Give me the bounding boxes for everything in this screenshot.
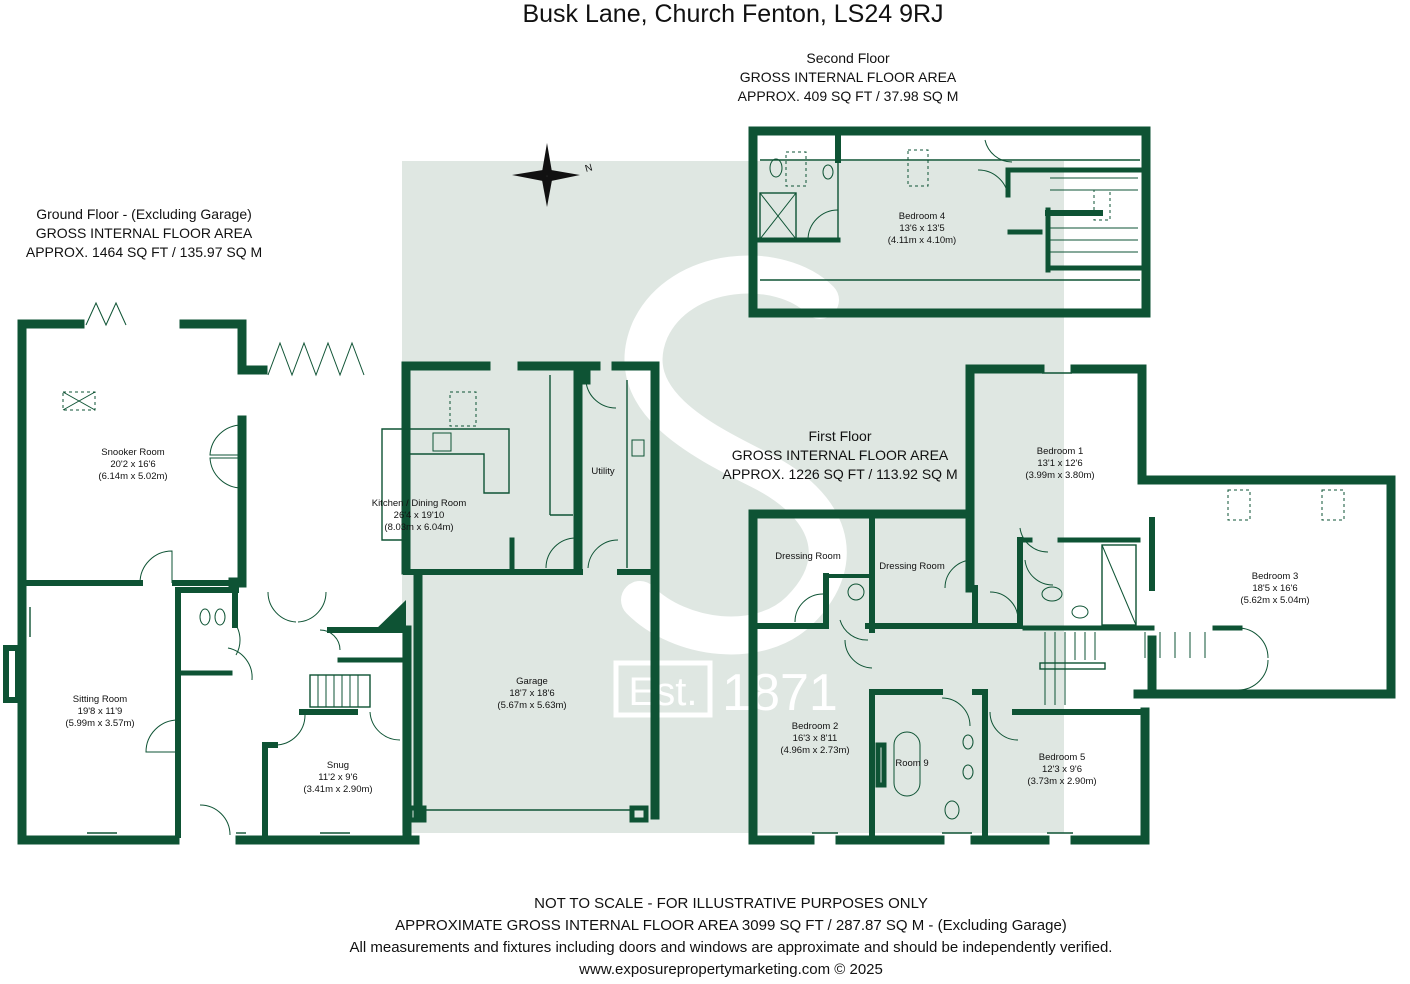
room-label-kitchen: Kitchen / Dining Room 26'4 x 19'10 (8.03… xyxy=(372,498,467,534)
room-size-imperial: 12'3 x 9'6 xyxy=(1041,764,1083,775)
first-floor-gia-label: GROSS INTERNAL FLOOR AREA xyxy=(731,447,949,463)
room-size-metric: (3.41m x 2.90m) xyxy=(303,784,373,795)
first-floor-heading: First Floor xyxy=(808,428,872,444)
room-name: Bedroom 4 xyxy=(898,211,946,222)
footer-disclaimer: NOT TO SCALE - FOR ILLUSTRATIVE PURPOSES… xyxy=(350,893,1113,981)
room-size-imperial: 16'3 x 8'11 xyxy=(792,733,838,744)
room-size-imperial: 19'8 x 11'9 xyxy=(77,706,123,717)
footer-line-4: www.exposurepropertymarketing.com © 2025 xyxy=(579,961,883,978)
first-floor-plan xyxy=(748,364,1396,845)
second-floor-gia-label: GROSS INTERNAL FLOOR AREA xyxy=(739,69,957,85)
room-label-bedroom5: Bedroom 5 12'3 x 9'6 (3.73m x 2.90m) xyxy=(1027,752,1096,788)
room-size-metric: (5.62m x 5.04m) xyxy=(1240,595,1310,606)
room-size-imperial: 20'2 x 16'6 xyxy=(110,459,156,470)
first-floor-area: APPROX. 1226 SQ FT / 113.92 SQ M xyxy=(722,466,958,482)
room-label-garage: Garage 18'7 x 18'6 (5.67m x 5.63m) xyxy=(497,676,566,712)
room-name: Bedroom 5 xyxy=(1038,752,1086,763)
room-name: Sitting Room xyxy=(72,694,128,705)
svg-text:N: N xyxy=(584,162,594,174)
ground-floor-plan xyxy=(3,301,660,845)
room-name: Kitchen / Dining Room xyxy=(371,498,467,509)
room-size-imperial: 26'4 x 19'10 xyxy=(393,510,445,521)
room-name: Snug xyxy=(326,760,350,771)
room-name: Snooker Room xyxy=(101,447,165,458)
footer-line-2: APPROXIMATE GROSS INTERNAL FLOOR AREA 30… xyxy=(395,917,1067,934)
room-size-metric: (4.11m x 4.10m) xyxy=(887,235,957,246)
ground-floor-area: APPROX. 1464 SQ FT / 135.97 SQ M xyxy=(25,244,263,260)
room-name: Garage xyxy=(516,676,548,687)
footer-line-1: NOT TO SCALE - FOR ILLUSTRATIVE PURPOSES… xyxy=(534,895,928,912)
room-label-bedroom3: Bedroom 3 18'5 x 16'6 (5.62m x 5.04m) xyxy=(1240,571,1309,607)
second-floor-area-label: Second Floor GROSS INTERNAL FLOOR AREA A… xyxy=(738,49,959,106)
room-name: Bedroom 3 xyxy=(1251,571,1299,582)
room-size-metric: (6.14m x 5.02m) xyxy=(98,471,168,482)
room-label-snug: Snug 11'2 x 9'6 (3.41m x 2.90m) xyxy=(303,760,372,796)
room-label-dressing-1: Dressing Room xyxy=(775,551,840,563)
room-name: Bedroom 1 xyxy=(1036,446,1084,457)
room-size-metric: (5.67m x 5.63m) xyxy=(497,700,567,711)
watermark-year-text: 1871 xyxy=(722,664,838,722)
room-size-metric: (3.99m x 3.80m) xyxy=(1025,470,1095,481)
ground-floor-area-label: Ground Floor - (Excluding Garage) GROSS … xyxy=(26,205,262,262)
room-size-imperial: 13'1 x 12'6 xyxy=(1037,458,1083,469)
room-label-room9: Room 9 xyxy=(895,758,928,770)
room-label-bedroom2: Bedroom 2 16'3 x 8'11 (4.96m x 2.73m) xyxy=(780,721,849,757)
room-label-bedroom1: Bedroom 1 13'1 x 12'6 (3.99m x 3.80m) xyxy=(1025,446,1094,482)
room-size-imperial: 11'2 x 9'6 xyxy=(318,772,358,783)
ground-floor-gia-label: GROSS INTERNAL FLOOR AREA xyxy=(35,225,253,241)
compass-icon: N xyxy=(512,143,594,207)
watermark-s-letter xyxy=(621,255,847,655)
room-size-metric: (5.99m x 3.57m) xyxy=(65,718,135,729)
property-address-title: Busk Lane, Church Fenton, LS24 9RJ xyxy=(522,0,944,28)
room-name: Bedroom 2 xyxy=(791,721,839,732)
room-size-imperial: 18'7 x 18'6 xyxy=(509,688,555,699)
room-label-snooker: Snooker Room 20'2 x 16'6 (6.14m x 5.02m) xyxy=(98,447,167,483)
room-label-bedroom4: Bedroom 4 13'6 x 13'5 (4.11m x 4.10m) xyxy=(888,211,956,247)
room-label-utility: Utility xyxy=(591,466,614,478)
room-name: Room 9 xyxy=(895,758,929,769)
footer-line-3: All measurements and fixtures including … xyxy=(349,939,1113,956)
second-floor-plan xyxy=(748,126,1151,318)
watermark-est-box xyxy=(613,660,713,718)
second-floor-area: APPROX. 409 SQ FT / 37.98 SQ M xyxy=(737,88,959,104)
ground-floor-heading: Ground Floor - (Excluding Garage) xyxy=(36,206,252,222)
room-size-metric: (4.96m x 2.73m) xyxy=(780,745,850,756)
room-size-metric: (8.03m x 6.04m) xyxy=(384,522,454,533)
second-floor-heading: Second Floor xyxy=(806,50,890,66)
room-name: Dressing Room xyxy=(879,561,945,572)
room-size-imperial: 18'5 x 16'6 xyxy=(1252,583,1298,594)
room-size-metric: (3.73m x 2.90m) xyxy=(1027,776,1097,787)
room-name: Utility xyxy=(591,466,615,477)
room-label-dressing-2: Dressing Room xyxy=(879,561,944,573)
room-size-imperial: 13'6 x 13'5 xyxy=(899,223,945,234)
watermark-est-text: Est. xyxy=(629,670,698,714)
room-name: Dressing Room xyxy=(775,551,841,562)
first-floor-area-label: First Floor GROSS INTERNAL FLOOR AREA AP… xyxy=(722,427,957,484)
room-label-sitting: Sitting Room 19'8 x 11'9 (5.99m x 3.57m) xyxy=(65,694,134,730)
